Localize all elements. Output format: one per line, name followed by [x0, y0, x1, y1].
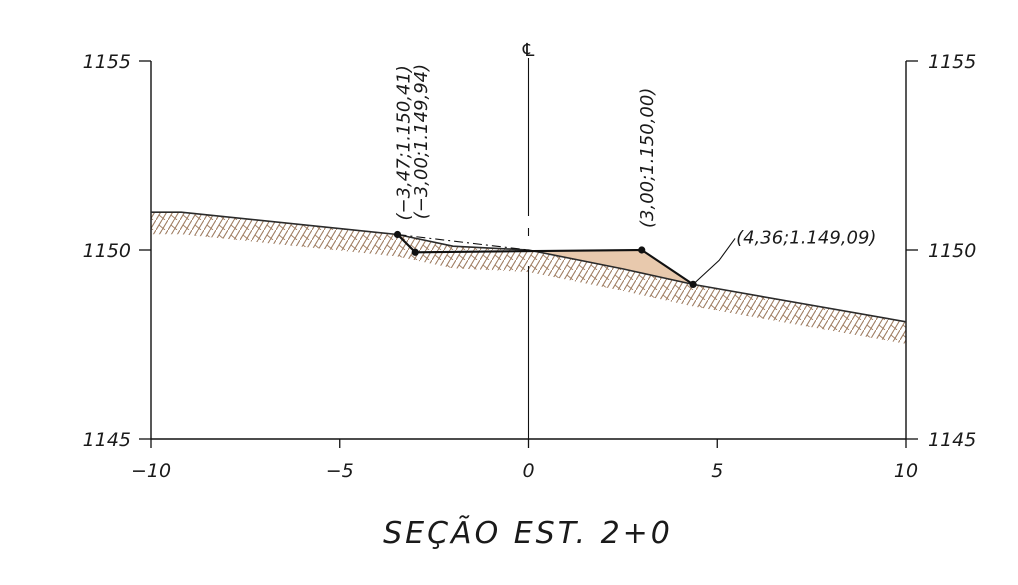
x-tick-label: 10 — [894, 460, 918, 482]
axes: −10 −5 0 5 10 1145 1145 1150 1150 1155 1155 — [83, 51, 977, 482]
terrain-ground-line — [151, 211, 907, 323]
section-points: (−3,47;1.150,41)(−3,00;1.149,94) (3,00;1.… — [393, 64, 876, 288]
y-tick-label-right: 1150 — [928, 240, 976, 262]
y-tick-label-left: 1145 — [83, 429, 131, 451]
dashed-projection-line — [397, 233, 529, 251]
y-axis-ticks: 1145 1145 1150 1150 1155 1155 — [83, 51, 977, 451]
x-tick-label: −10 — [131, 460, 171, 482]
y-tick-label-left: 1150 — [83, 240, 131, 262]
point-leader-line — [692, 238, 736, 285]
y-tick-label-left: 1155 — [83, 51, 131, 73]
centerline: ℄ — [520, 40, 537, 439]
x-tick-label: 0 — [522, 460, 534, 482]
point-label: (−3,00;1.149,94) — [411, 64, 432, 219]
point-label: (−3,47;1.150,41) — [394, 65, 415, 220]
design-section-line — [396, 233, 694, 286]
centerline-symbol: ℄ — [520, 40, 536, 61]
x-tick-label: 5 — [711, 460, 723, 482]
section-point-marker — [411, 248, 419, 256]
point-label: (4,36;1.149,09) — [736, 227, 876, 248]
section-point-marker — [638, 246, 646, 254]
y-tick-label-right: 1155 — [928, 51, 976, 73]
x-tick-label: −5 — [326, 460, 354, 482]
embankment-fill-area — [528, 250, 694, 285]
section-title: SEÇÃO EST. 2+0 — [383, 515, 673, 551]
soil-hatch-band — [151, 212, 906, 344]
x-axis-ticks: −10 −5 0 5 10 — [131, 439, 918, 482]
section-point-marker — [393, 230, 402, 239]
point-label: (3,00;1.150,00) — [637, 88, 658, 228]
y-tick-label-right: 1145 — [928, 429, 976, 451]
